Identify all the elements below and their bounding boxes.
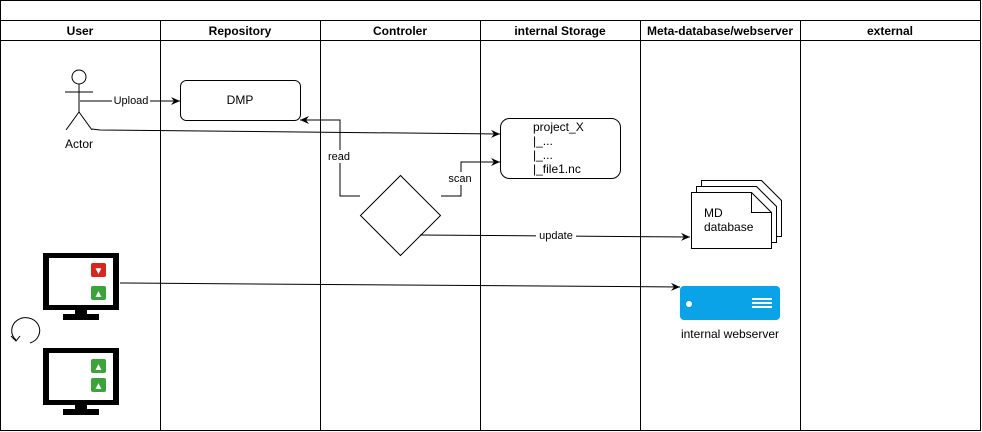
lane-header-controler: Controler [373, 24, 427, 38]
webserver-icon[interactable] [680, 286, 780, 320]
svg-text:▲: ▲ [94, 362, 104, 373]
lane-header-external: external [867, 24, 913, 38]
refresh-icon [10, 317, 41, 344]
monitor-icon-1 [43, 253, 119, 320]
monitor-icon-2 [43, 348, 119, 415]
actor-icon [65, 69, 93, 131]
dmp-label: DMP [227, 93, 254, 107]
edge-actor-storage[interactable] [91, 128, 501, 138]
storage-line-1: project_X [533, 120, 584, 134]
thumbs-up-icon: ▲ [91, 378, 106, 392]
edge-upload-label: Upload [114, 95, 149, 107]
thumbs-down-icon: ▼ [91, 263, 106, 277]
thumbs-up-icon: ▲ [91, 286, 106, 300]
webserver-label: internal webserver [681, 327, 779, 341]
storage-line-3: |_... [533, 148, 553, 162]
thumbs-up-icon: ▲ [91, 359, 106, 373]
edge-scan-label: scan [448, 173, 471, 185]
storage-line-2: |_... [533, 134, 553, 148]
decision-diamond[interactable] [359, 174, 442, 257]
storage-node[interactable] [500, 118, 621, 179]
actor-label: Actor [65, 137, 93, 151]
lane-header-meta-database: Meta-database/webserver [647, 24, 793, 38]
lane-header-user: User [67, 24, 94, 38]
storage-line-4: |_file1.nc [533, 162, 581, 176]
md-database-line-1: MD [704, 206, 723, 220]
edge-update-label: update [539, 230, 573, 242]
lane-header-repository: Repository [209, 24, 272, 38]
svg-text:▲: ▲ [94, 381, 104, 392]
lane-header-internal-storage: internal Storage [514, 24, 606, 38]
edge-monitor-webserver[interactable] [119, 282, 681, 291]
dmp-node[interactable] [180, 80, 301, 121]
md-database-line-2: database [704, 220, 754, 234]
svg-text:▲: ▲ [94, 289, 104, 300]
md-database-node[interactable] [691, 180, 782, 249]
svg-text:▼: ▼ [94, 266, 104, 277]
edge-read-label: read [328, 151, 350, 163]
